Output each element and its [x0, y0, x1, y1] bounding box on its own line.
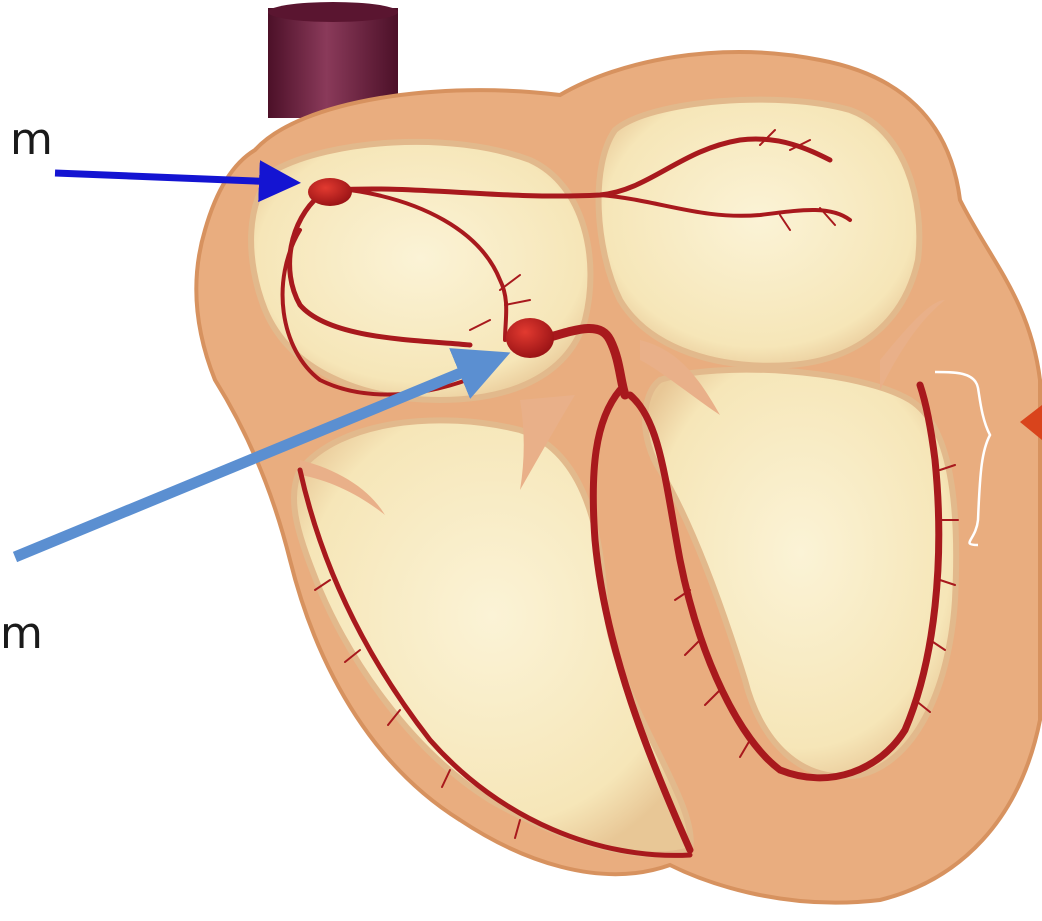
sa-node	[308, 178, 352, 206]
av-node	[506, 318, 554, 358]
label-bottom-fragment: m	[0, 612, 43, 656]
label-top-fragment: m	[10, 118, 53, 162]
